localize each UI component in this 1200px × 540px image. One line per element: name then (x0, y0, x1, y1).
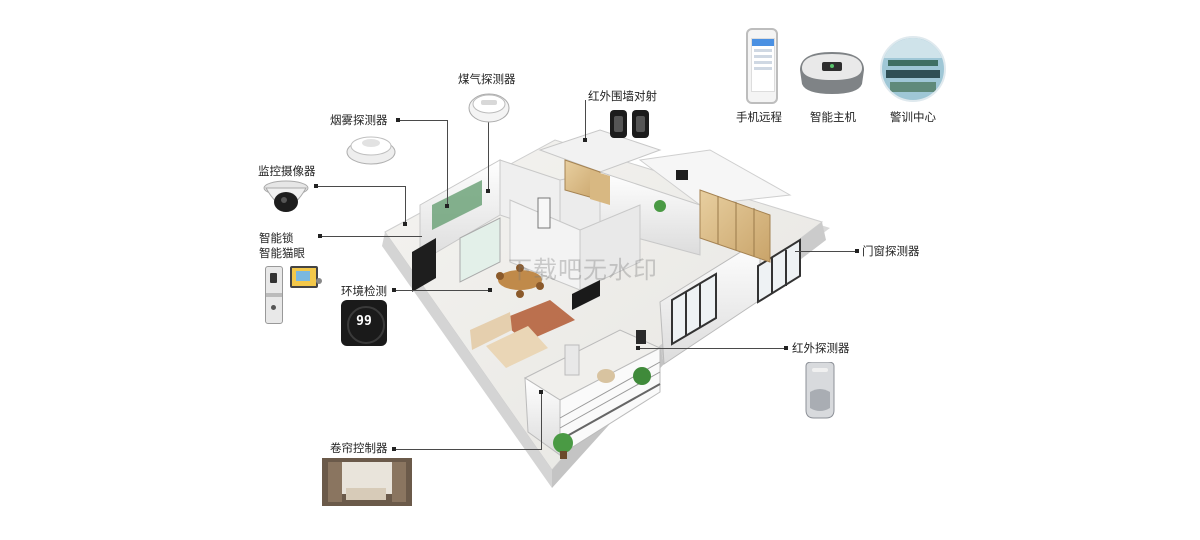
smoke-detector-label: 烟雾探测器 (330, 113, 388, 127)
camera-end-dot (403, 222, 407, 226)
ir-dot (784, 346, 788, 350)
gas-detector-label: 煤气探测器 (458, 72, 516, 86)
infrared-fence-label: 红外围墙对射 (588, 89, 657, 103)
center-label: 警训中心 (890, 110, 936, 124)
fence-dot (583, 138, 587, 142)
infrared-detector-label: 红外探测器 (792, 341, 850, 355)
curtain-end-dot (539, 390, 543, 394)
curtain-leader-v (541, 392, 542, 449)
thermostat-reading: 99 (356, 314, 372, 329)
door-window-label: 门窗探测器 (862, 244, 920, 258)
thermostat-icon: 99 (341, 300, 387, 346)
curtain-thumbnail (322, 458, 412, 506)
lock-dot (318, 234, 322, 238)
env-leader-h (396, 290, 490, 291)
watermark-text: 下载吧无水印 (508, 256, 658, 284)
smoke-leader-v (447, 120, 448, 206)
fence-leader-v (585, 100, 586, 140)
environment-label: 环境检测 (341, 284, 387, 298)
smoke-detector-icon (346, 136, 396, 165)
door-leader-h (795, 251, 857, 252)
phone-icon (746, 28, 778, 104)
smoke-leader-h (400, 120, 448, 121)
curtain-dot (392, 447, 396, 451)
door-dot (855, 249, 859, 253)
smart-host-icon (800, 52, 864, 94)
smart-peephole-label: 智能猫眼 (259, 246, 305, 260)
env-dot (392, 288, 396, 292)
lock-leader-h (322, 236, 422, 237)
smoke-dot (445, 204, 449, 208)
infrared-fence-icon (610, 110, 649, 138)
gas-leader-v (488, 118, 489, 192)
peephole-knob-icon (316, 278, 322, 284)
gas-dot (486, 189, 490, 193)
smoke-dot-start (396, 118, 400, 122)
alarm-center-icon (880, 36, 946, 102)
smart-lock-label: 智能锁 (259, 231, 294, 245)
ir-leader-h (640, 348, 786, 349)
env-end-dot (488, 288, 492, 292)
camera-leader-h (318, 186, 406, 187)
camera-leader-v (405, 186, 406, 226)
camera-icon (263, 180, 309, 212)
curtain-leader-h (396, 449, 542, 450)
camera-dot (314, 184, 318, 188)
host-label: 智能主机 (810, 110, 856, 124)
phone-label: 手机远程 (736, 110, 782, 124)
smart-lock-icon (265, 266, 283, 324)
curtain-label: 卷帘控制器 (330, 441, 388, 455)
camera-label: 监控摄像器 (258, 164, 316, 178)
infrared-detector-icon (805, 362, 835, 419)
gas-detector-icon (468, 93, 510, 123)
ir-end-dot (636, 346, 640, 350)
smart-peephole-icon (290, 266, 318, 288)
